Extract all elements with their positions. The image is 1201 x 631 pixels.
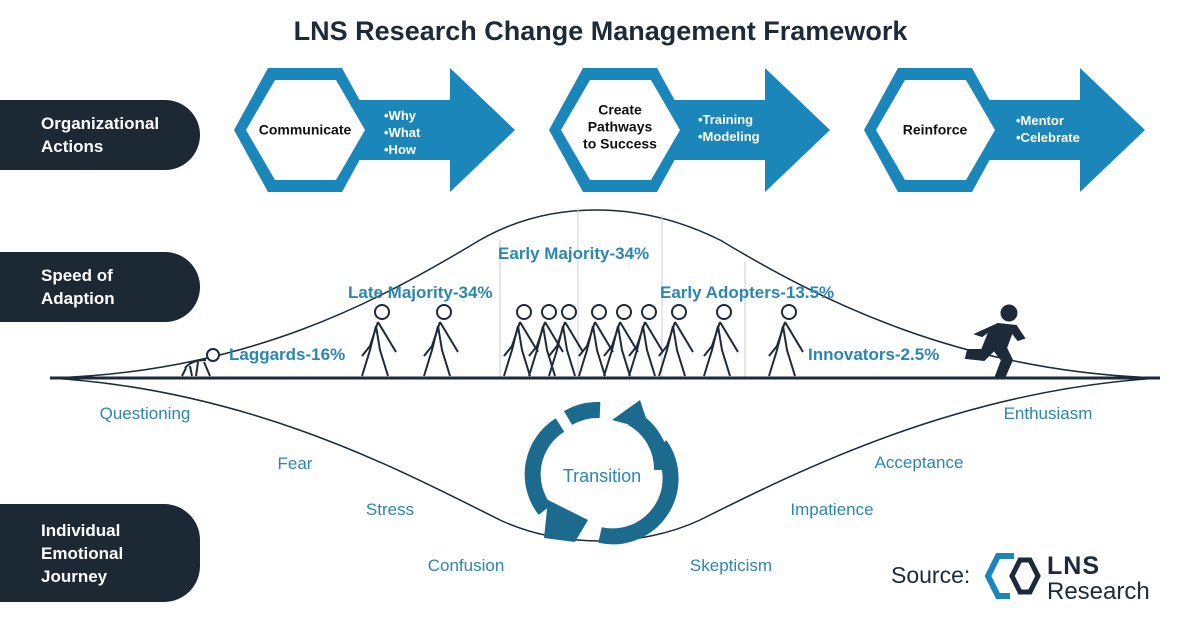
source-label: Source:	[891, 562, 971, 588]
label-late-majority: Late Majority-34%	[348, 283, 493, 302]
hexagon-inner	[876, 80, 995, 180]
action-title-line: to Success	[583, 135, 657, 152]
action-reinforce	[864, 68, 1145, 192]
row-label-line: Emotional	[41, 543, 124, 563]
action-create-pathways	[549, 68, 830, 192]
bullet-item: •Modeling	[698, 129, 760, 144]
label-innovators: Innovators-2.5%	[808, 345, 940, 364]
walking-person-icon	[768, 304, 804, 377]
adoption-bell-curve	[49, 209, 1161, 379]
emotion-impatience: Impatience	[790, 500, 874, 519]
transition-cycle-icon	[524, 400, 679, 545]
transition-label: Transition	[562, 466, 642, 486]
page-title: LNS Research Change Management Framework	[293, 16, 908, 46]
row-label-line: Actions	[41, 137, 104, 156]
emotion-enthusiasm: Enthusiasm	[1003, 404, 1093, 423]
action-arrow-create-pathways	[645, 68, 830, 192]
walking-person-icon	[361, 304, 397, 377]
lns-logo-icon	[984, 553, 1041, 599]
label-early-majority: Early Majority-34%	[498, 244, 650, 263]
laggard-baby-icon	[181, 348, 220, 377]
action-title-line: Reinforce	[902, 121, 968, 138]
label-laggards: Laggards-16%	[229, 345, 346, 364]
action-title-create-pathways: Create Pathways to Success	[583, 102, 657, 153]
emotion-fear: Fear	[277, 454, 313, 473]
emotional-journey-curve	[49, 377, 1161, 542]
walking-person-icon	[578, 304, 614, 377]
emotion-questioning: Questioning	[99, 404, 191, 423]
bullet-item: •How	[384, 142, 416, 157]
action-communicate	[234, 68, 515, 192]
row-label-line: Journey	[41, 566, 108, 586]
row-label-line: Adaption	[41, 289, 115, 308]
action-title-line: Pathways	[587, 118, 653, 135]
label-early-adopters: Early Adopters-13.5%	[660, 283, 835, 302]
walking-person-icon	[628, 304, 664, 377]
row-label-speed-of-adaption: Speed of Adaption	[0, 252, 200, 322]
action-title-reinforce: Reinforce	[903, 122, 968, 139]
walking-person-icon	[603, 304, 639, 377]
walking-person-icon	[658, 304, 694, 377]
row-label-line: Individual	[41, 520, 121, 540]
action-arrow-communicate	[330, 68, 515, 192]
walking-person-icon	[503, 304, 539, 377]
action-title-line: Create	[598, 101, 642, 118]
action-bullets-communicate: •Why •What •How	[384, 107, 420, 158]
action-bullets-create-pathways: •Training •Modeling	[698, 111, 760, 145]
emotion-confusion: Confusion	[427, 556, 505, 575]
logo-text-bottom: Research	[1047, 578, 1150, 605]
emotion-skepticism: Skepticism	[689, 556, 773, 575]
walking-person-icon	[703, 304, 739, 377]
logo-text-top: LNS	[1047, 552, 1100, 580]
action-title-communicate: Communicate	[259, 122, 352, 139]
bullet-item: •Training	[698, 112, 754, 127]
bullet-item: •What	[384, 125, 421, 140]
emotion-acceptance: Acceptance	[874, 453, 964, 472]
walking-person-icon	[548, 304, 584, 377]
innovator-runner-icon	[964, 304, 1026, 380]
walking-person-icon	[528, 304, 564, 377]
hexagon-inner	[561, 80, 680, 180]
bullet-item: •Celebrate	[1016, 130, 1080, 145]
bullet-item: •Why	[384, 108, 416, 123]
action-bullets-reinforce: •Mentor •Celebrate	[1016, 112, 1080, 146]
emotion-stress: Stress	[365, 500, 415, 519]
walking-person-icon	[423, 304, 459, 377]
row-label-line: Speed of	[41, 266, 113, 285]
walking-people-icons	[361, 304, 804, 377]
bullet-item: •Mentor	[1016, 113, 1064, 128]
action-arrow-reinforce	[960, 68, 1145, 192]
row-label-line: Organizational	[41, 114, 160, 133]
action-title-line: Communicate	[258, 121, 352, 138]
hexagon-inner	[246, 80, 365, 180]
